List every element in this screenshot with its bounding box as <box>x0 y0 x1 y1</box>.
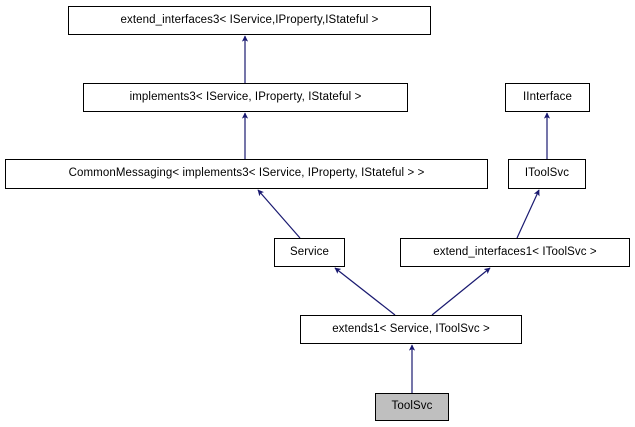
inheritance-arrow <box>516 189 540 239</box>
class-node-commonmessaging[interactable]: CommonMessaging< implements3< IService, … <box>5 159 488 189</box>
inheritance-edges <box>241 35 551 393</box>
class-node-label: extends1< Service, IToolSvc > <box>332 322 490 335</box>
class-node-toolsvc[interactable]: ToolSvc <box>375 393 449 421</box>
class-node-label: implements3< IService, IProperty, IState… <box>129 90 362 103</box>
class-node-itoolsvc[interactable]: IToolSvc <box>508 159 586 189</box>
class-node-iinterface[interactable]: IInterface <box>505 83 590 112</box>
class-node-extends1[interactable]: extends1< Service, IToolSvc > <box>300 315 522 344</box>
class-node-label: extend_interfaces3< IService,IProperty,I… <box>120 13 379 26</box>
class-node-label: IToolSvc <box>524 167 570 180</box>
class-node-label: CommonMessaging< implements3< IService, … <box>68 167 425 180</box>
class-node-service[interactable]: Service <box>274 238 345 267</box>
class-node-extend_interfaces3[interactable]: extend_interfaces3< IService,IProperty,I… <box>68 6 431 35</box>
class-node-extend_interfaces1[interactable]: extend_interfaces1< IToolSvc > <box>400 238 630 267</box>
class-node-label: extend_interfaces1< IToolSvc > <box>433 245 597 258</box>
inheritance-arrow <box>334 267 396 316</box>
class-node-implements3[interactable]: implements3< IService, IProperty, IState… <box>83 83 408 112</box>
class-node-label: Service <box>289 245 330 258</box>
class-node-label: IInterface <box>523 90 572 103</box>
inheritance-arrow <box>257 189 301 239</box>
inheritance-arrow <box>431 267 491 316</box>
class-node-label: ToolSvc <box>391 400 433 413</box>
